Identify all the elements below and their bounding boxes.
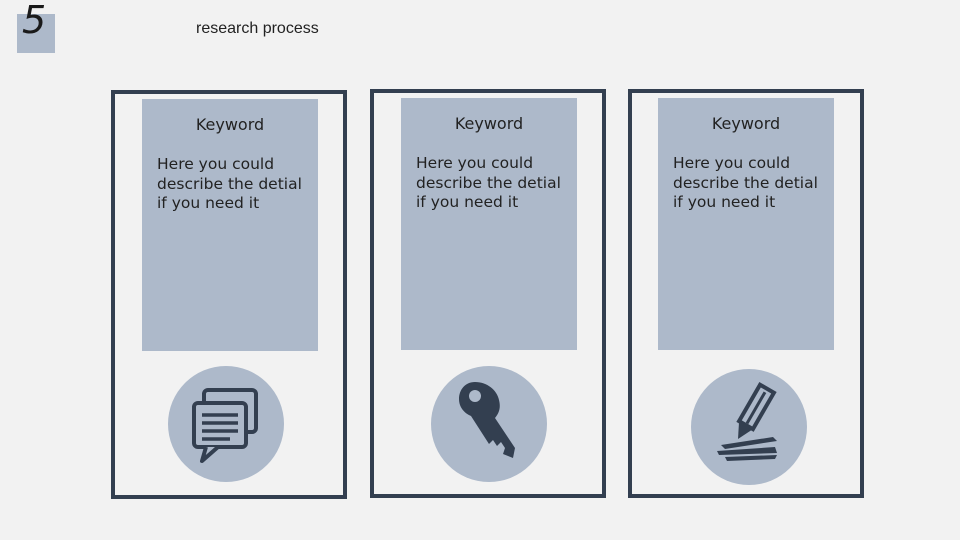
keyword-panel: Keyword Here you could describe the deti… xyxy=(658,98,834,350)
keyword-panel: Keyword Here you could describe the deti… xyxy=(401,98,577,350)
slide-number-badge xyxy=(17,14,55,53)
keyword-label: Keyword xyxy=(195,115,265,134)
slide-number: 5 xyxy=(22,0,47,42)
keyword-panel: Keyword Here you could describe the deti… xyxy=(142,99,318,351)
icon-circle xyxy=(431,366,547,482)
keyword-description: Here you could describe the detial if yo… xyxy=(157,155,302,212)
keyword-label: Keyword xyxy=(454,114,524,133)
slide-title: research process xyxy=(196,20,319,37)
keyword-description: Here you could describe the detial if yo… xyxy=(673,154,818,211)
key-icon xyxy=(459,382,515,458)
speech-bubbles-icon xyxy=(192,388,258,463)
keyword-label: Keyword xyxy=(711,114,781,133)
keyword-description: Here you could describe the detial if yo… xyxy=(416,154,561,211)
icon-circle xyxy=(691,369,807,485)
process-card-2: Keyword Here you could describe the deti… xyxy=(370,89,606,498)
icon-circle xyxy=(168,366,284,482)
process-card-3: Keyword Here you could describe the deti… xyxy=(628,89,864,498)
pencil-icon xyxy=(717,382,777,461)
process-card-1: Keyword Here you could describe the deti… xyxy=(111,90,347,499)
